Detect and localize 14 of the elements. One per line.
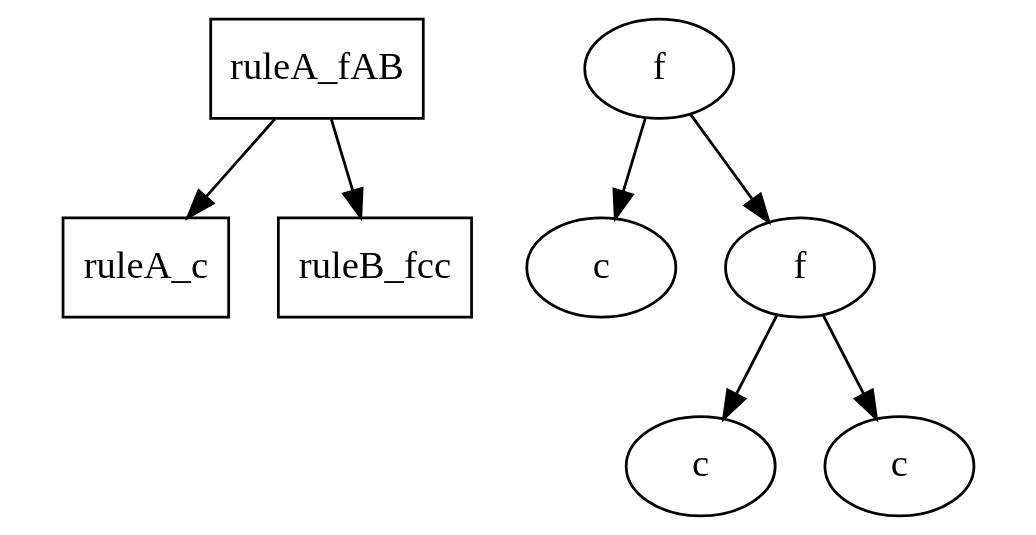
node-ellipse: c	[823, 415, 975, 518]
node-box: ruleA_fAB	[208, 17, 425, 120]
arrow	[329, 118, 364, 222]
node-box: ruleB_fcc	[276, 216, 473, 319]
arrow	[688, 113, 771, 226]
node-ellipse: f	[582, 17, 735, 120]
node-ellipse: f	[723, 216, 876, 319]
arrow	[821, 314, 878, 423]
arrow	[611, 117, 647, 223]
node-ellipse: c	[524, 216, 677, 319]
node-box: ruleA_c	[61, 216, 230, 319]
arrow	[721, 314, 778, 423]
arrow	[184, 118, 276, 221]
node-ellipse: c	[624, 415, 777, 518]
